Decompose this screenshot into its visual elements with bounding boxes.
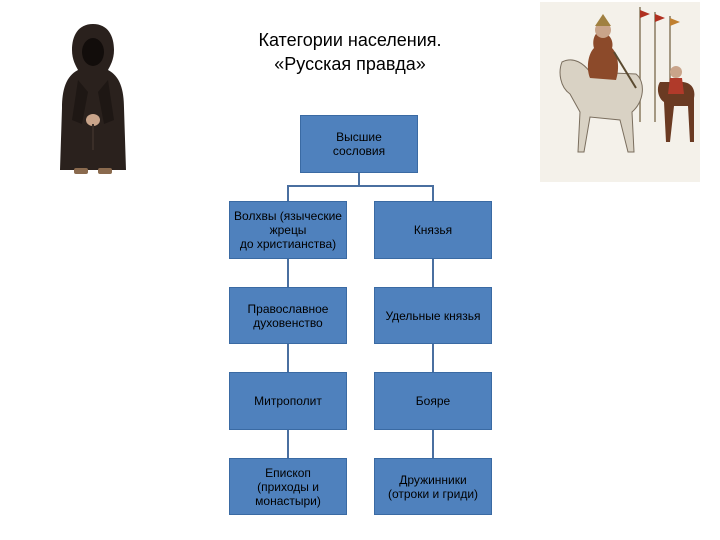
box-clergy-line-1: Православное: [247, 301, 329, 316]
box-druzhinniki-line-1: Дружинники: [399, 472, 467, 487]
connector-right-3: [432, 429, 434, 458]
connector-left-2: [287, 343, 289, 372]
box-clergy-line-2: духовенство: [253, 315, 323, 330]
root-label-line-1: Высшие: [336, 130, 382, 144]
box-volkhvy-line-1: Волхвы (языческие: [234, 209, 342, 223]
monk-illustration: [60, 24, 126, 174]
connector-right-2: [432, 343, 434, 372]
connector-left-1: [287, 258, 289, 287]
connector-left-top: [287, 185, 289, 201]
root-box-higher-estates: Высшие сословия: [300, 115, 418, 173]
box-bishop-line-2: (приходы и: [257, 479, 319, 494]
connector-root-down: [358, 172, 360, 186]
box-metropolitan-label: Митрополит: [254, 394, 322, 408]
connector-left-3: [287, 429, 289, 458]
box-princes: Князья: [374, 201, 492, 259]
root-label-line-2: сословия: [332, 144, 386, 158]
box-bishop: Епископ (приходы и монастыри): [229, 458, 347, 515]
box-volkhvy-line-3: до христианства): [239, 237, 337, 251]
box-boyars: Бояре: [374, 372, 492, 430]
box-metropolitan: Митрополит: [229, 372, 347, 430]
slide-title: Категории населения. «Русская правда»: [200, 28, 500, 76]
title-line-2: «Русская правда»: [274, 54, 426, 74]
box-orthodox-clergy: Православное духовенство: [229, 287, 347, 344]
box-appanage-princes: Удельные князья: [374, 287, 492, 344]
box-princes-label: Князья: [413, 223, 453, 237]
connector-right-1: [432, 258, 434, 287]
box-bishop-line-3: монастыри): [255, 493, 321, 508]
prince-illustration: [540, 2, 700, 182]
connector-right-top: [432, 185, 434, 201]
connector-horizontal: [287, 185, 434, 187]
box-boyars-label: Бояре: [415, 394, 451, 408]
box-volkhvy: Волхвы (языческие жрецы до христианства): [229, 201, 347, 259]
box-druzhinniki-line-2: (отроки и гриди): [387, 486, 479, 501]
box-druzhinniki: Дружинники (отроки и гриди): [374, 458, 492, 515]
title-line-1: Категории населения.: [258, 30, 442, 50]
box-volkhvy-line-2: жрецы: [269, 223, 307, 237]
box-appanage-label: Удельные князья: [385, 308, 481, 323]
box-bishop-line-1: Епископ: [265, 465, 311, 480]
